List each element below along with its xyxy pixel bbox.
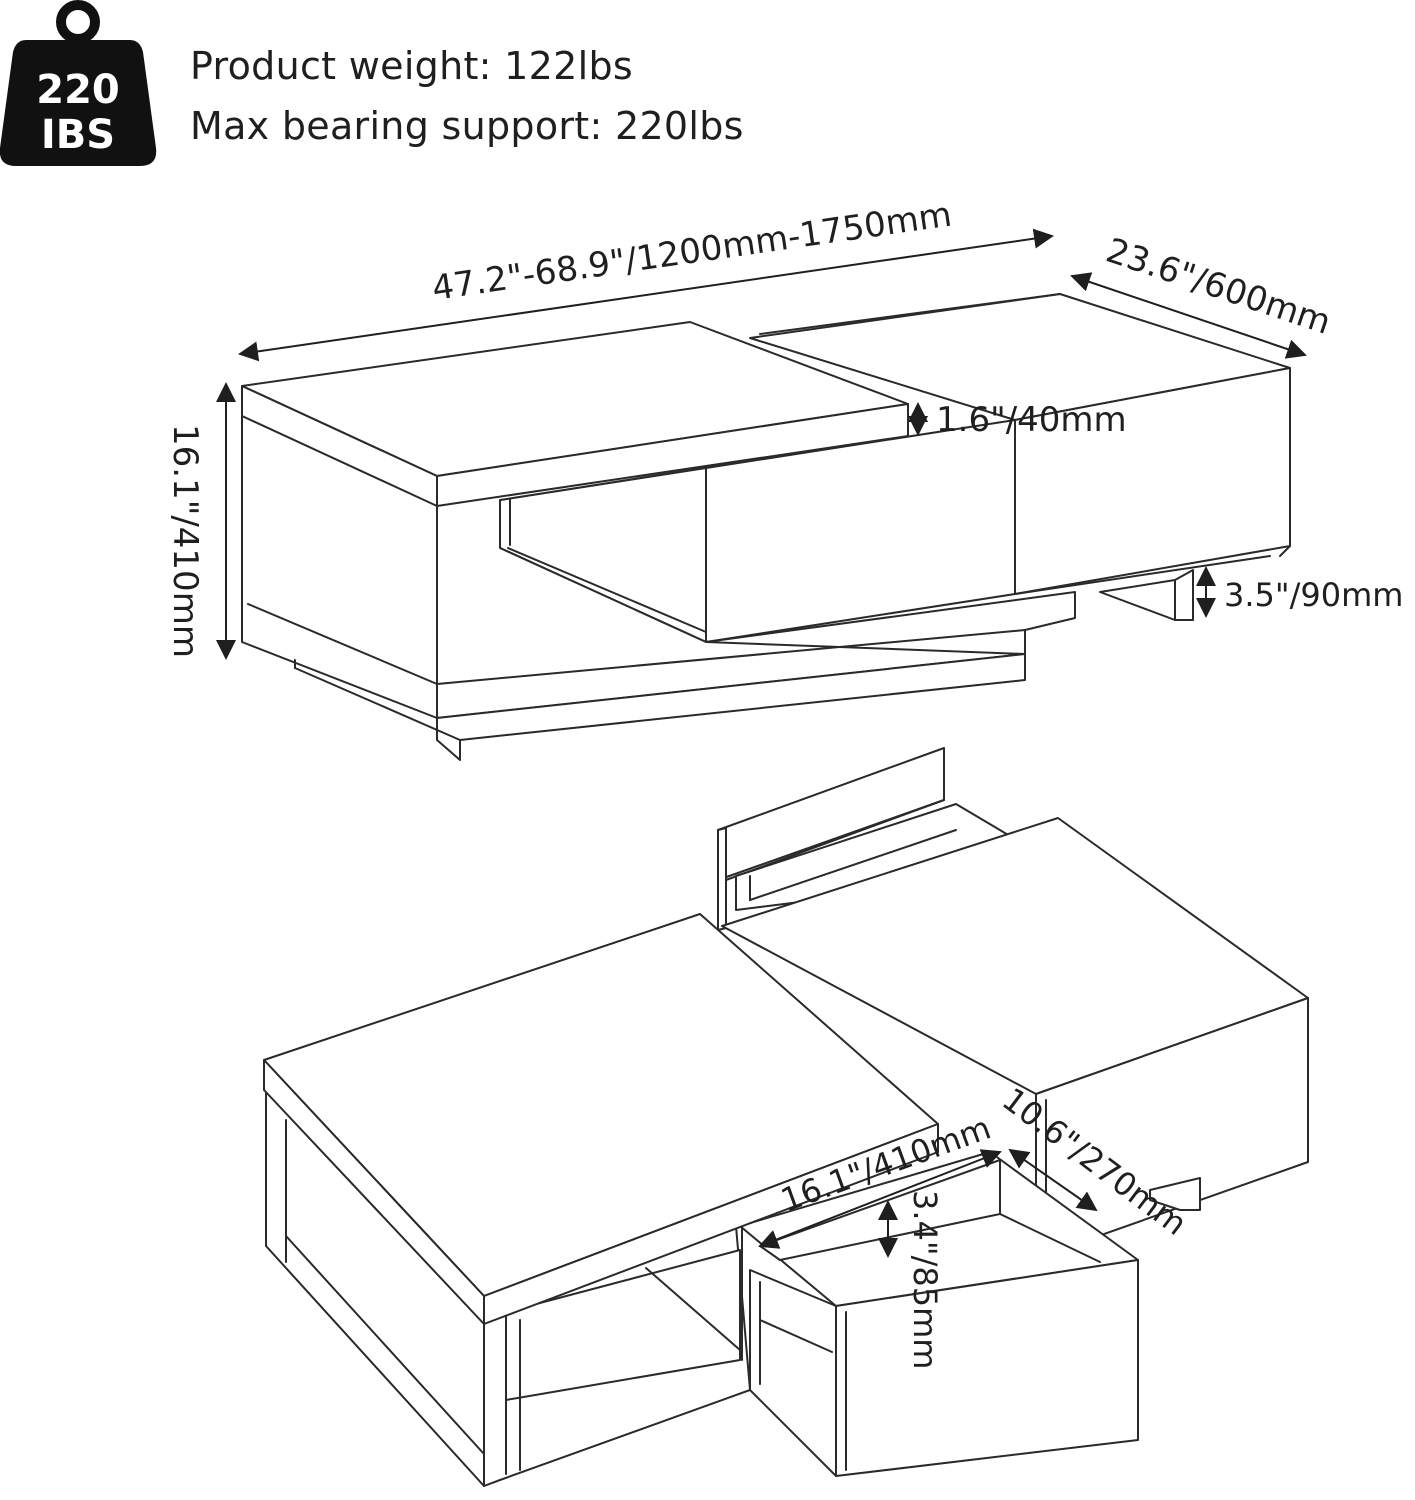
leg-height-label: 3.5"/90mm	[1224, 576, 1403, 614]
height-label: 16.1"/410mm	[165, 424, 205, 658]
badge-number: 220	[36, 67, 120, 113]
drawer-height-label: 3.4"/85mm	[906, 1190, 944, 1369]
closed-table-illustration	[241, 293, 1291, 761]
open-table-illustration	[263, 747, 1309, 1487]
length-label: 47.2"-68.9"/1200mm-1750mm	[430, 195, 955, 309]
depth-dimension-line	[1070, 272, 1307, 359]
drawer-depth-dimension-line	[1008, 1148, 1098, 1212]
length-dimension-line	[238, 228, 1054, 362]
drawer-width-dimension-line	[758, 1149, 1002, 1249]
top-thickness-label: 1.6"/40mm	[936, 400, 1127, 440]
weight-badge-icon: 220 IBS	[0, 0, 157, 166]
max-bearing-text: Max bearing support: 220lbs	[190, 104, 744, 148]
badge-unit: IBS	[41, 112, 115, 158]
product-weight-text: Product weight: 122lbs	[190, 44, 633, 88]
